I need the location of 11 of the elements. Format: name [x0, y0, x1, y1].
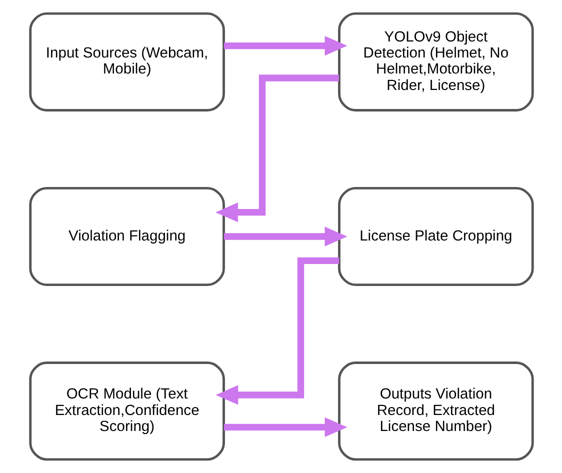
arrow [223, 226, 347, 246]
node-box: Violation Flagging [28, 186, 224, 286]
arrow [223, 36, 347, 56]
node-box: License Plate Cropping [338, 186, 534, 286]
arrow [223, 417, 347, 438]
node-box: Outputs Violation Record, Extracted License Number) [338, 362, 534, 461]
node-box: Input Sources (Webcam, Mobile) [28, 12, 224, 112]
node-box: OCR Module (Text Extraction,Confidence Scoring) [28, 362, 224, 461]
arrow [215, 257, 339, 405]
node-box: YOLOv9 Object Detection (Helmet, No Helmet,Motorbike, Rider, License) [338, 12, 534, 112]
arrow [215, 74, 338, 222]
